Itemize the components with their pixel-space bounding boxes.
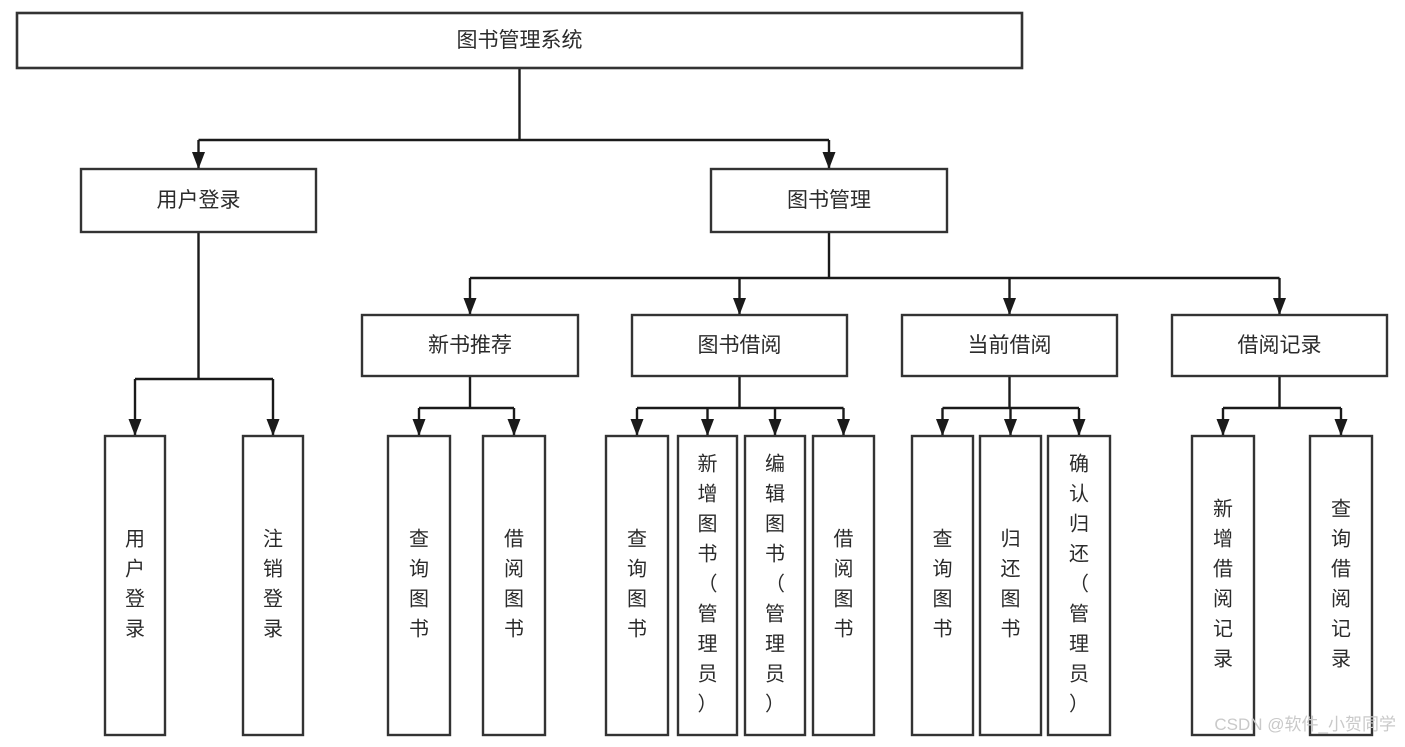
node-box-borrow-record bbox=[1170, 313, 1389, 378]
node-leaf-borrow-book-b[interactable]: 借阅图书 bbox=[811, 434, 876, 737]
node-new-book-rec[interactable]: 新书推荐 bbox=[360, 313, 580, 378]
node-box-leaf-add-book bbox=[676, 434, 739, 737]
node-label-leaf-borrow-book-rec: 借阅图书 bbox=[504, 528, 524, 641]
node-book-borrow[interactable]: 图书借阅 bbox=[630, 313, 849, 378]
edge-group-root bbox=[192, 68, 836, 169]
node-box-leaf-edit-book bbox=[743, 434, 807, 737]
edge-arrowhead bbox=[768, 419, 782, 436]
node-user-login[interactable]: 用户登录 bbox=[79, 167, 318, 234]
node-box-leaf-add-record bbox=[1190, 434, 1256, 737]
node-leaf-query-book-b[interactable]: 查询图书 bbox=[604, 434, 670, 737]
node-label-leaf-borrow-book-b: 借阅图书 bbox=[834, 528, 854, 641]
node-leaf-query-record[interactable]: 查询借阅记录 bbox=[1308, 434, 1374, 737]
node-box-leaf-borrow-book-b bbox=[811, 434, 876, 737]
edge-group-book-borrow bbox=[630, 376, 850, 436]
node-label-root: 图书管理系统 bbox=[457, 29, 583, 52]
node-label-leaf-return-book: 归还图书 bbox=[1001, 528, 1021, 641]
edge-group-current-borrow bbox=[936, 376, 1086, 436]
node-box-leaf-return-book bbox=[978, 434, 1043, 737]
edge-arrowhead bbox=[1334, 419, 1348, 436]
edge-arrowhead bbox=[822, 152, 836, 169]
node-label-leaf-query-book-b: 查询图书 bbox=[627, 528, 647, 641]
node-label-leaf-logout: 注销登录 bbox=[263, 528, 283, 641]
node-box-leaf-borrow-book-rec bbox=[481, 434, 547, 737]
node-label-book-borrow: 图书借阅 bbox=[698, 334, 782, 357]
node-box-leaf-query-record bbox=[1308, 434, 1374, 737]
edge-group-book-manage bbox=[463, 232, 1286, 315]
node-box-current-borrow bbox=[900, 313, 1119, 378]
edge-arrowhead bbox=[1004, 419, 1017, 436]
node-label-leaf-query-book-rec: 查询图书 bbox=[409, 528, 429, 641]
csdn-watermark: CSDN @软件_小贺同学 bbox=[1214, 715, 1396, 734]
node-leaf-add-record[interactable]: 新增借阅记录 bbox=[1190, 434, 1256, 737]
node-root[interactable]: 图书管理系统 bbox=[15, 11, 1024, 70]
node-label-leaf-query-record: 查询借阅记录 bbox=[1331, 498, 1351, 671]
edge-arrowhead bbox=[1273, 298, 1286, 315]
node-box-leaf-logout bbox=[241, 434, 305, 737]
edge-arrowhead bbox=[507, 419, 521, 436]
edge-arrowhead bbox=[1216, 419, 1230, 436]
node-leaf-query-book-rec[interactable]: 查询图书 bbox=[386, 434, 452, 737]
node-label-borrow-record: 借阅记录 bbox=[1238, 334, 1322, 357]
node-label-leaf-confirm-return: 确认归还（管理员） bbox=[1069, 453, 1089, 716]
edge-group-user-login bbox=[128, 232, 280, 436]
node-box-root bbox=[15, 11, 1024, 70]
edge-arrowhead bbox=[936, 419, 949, 436]
node-box-new-book-rec bbox=[360, 313, 580, 378]
node-leaf-confirm-return[interactable]: 确认归还（管理员） bbox=[1046, 434, 1112, 737]
node-leaf-add-book[interactable]: 新增图书（管理员） bbox=[676, 434, 739, 737]
node-label-leaf-edit-book: 编辑图书（管理员） bbox=[765, 453, 785, 716]
edge-arrowhead bbox=[630, 419, 644, 436]
node-box-leaf-query-book-rec bbox=[386, 434, 452, 737]
node-leaf-query-book-c[interactable]: 查询图书 bbox=[910, 434, 975, 737]
node-borrow-record[interactable]: 借阅记录 bbox=[1170, 313, 1389, 378]
node-box-book-manage bbox=[709, 167, 949, 234]
edge-arrowhead bbox=[463, 298, 477, 315]
node-label-user-login: 用户登录 bbox=[157, 189, 241, 212]
edge-arrowhead bbox=[1003, 298, 1016, 315]
edge-group-new-book-rec bbox=[412, 376, 521, 436]
node-box-user-login bbox=[79, 167, 318, 234]
node-current-borrow[interactable]: 当前借阅 bbox=[900, 313, 1119, 378]
edge-arrowhead bbox=[837, 419, 850, 436]
edge-layer bbox=[128, 68, 1348, 436]
edge-arrowhead bbox=[412, 419, 426, 436]
node-box-leaf-confirm-return bbox=[1046, 434, 1112, 737]
node-label-current-borrow: 当前借阅 bbox=[968, 334, 1052, 357]
node-layer: 图书管理系统用户登录图书管理新书推荐图书借阅当前借阅借阅记录用户登录注销登录查询… bbox=[15, 11, 1389, 737]
node-label-book-manage: 图书管理 bbox=[787, 189, 871, 212]
edge-group-borrow-record bbox=[1216, 376, 1348, 436]
edge-arrowhead bbox=[701, 419, 714, 436]
node-label-leaf-add-record: 新增借阅记录 bbox=[1213, 498, 1233, 671]
node-label-leaf-add-book: 新增图书（管理员） bbox=[698, 453, 718, 716]
edge-arrowhead bbox=[1072, 419, 1086, 436]
node-box-leaf-query-book-c bbox=[910, 434, 975, 737]
node-box-leaf-user-login bbox=[103, 434, 167, 737]
node-leaf-edit-book[interactable]: 编辑图书（管理员） bbox=[743, 434, 807, 737]
node-book-manage[interactable]: 图书管理 bbox=[709, 167, 949, 234]
edge-arrowhead bbox=[192, 152, 205, 169]
node-label-leaf-user-login: 用户登录 bbox=[125, 529, 145, 641]
edge-arrowhead bbox=[266, 419, 280, 436]
node-leaf-borrow-book-rec[interactable]: 借阅图书 bbox=[481, 434, 547, 737]
node-box-leaf-query-book-b bbox=[604, 434, 670, 737]
node-leaf-return-book[interactable]: 归还图书 bbox=[978, 434, 1043, 737]
node-label-leaf-query-book-c: 查询图书 bbox=[933, 528, 953, 641]
edge-arrowhead bbox=[733, 298, 746, 315]
node-leaf-user-login[interactable]: 用户登录 bbox=[103, 434, 167, 737]
edge-arrowhead bbox=[128, 419, 142, 436]
node-leaf-logout[interactable]: 注销登录 bbox=[241, 434, 305, 737]
node-label-new-book-rec: 新书推荐 bbox=[428, 334, 512, 357]
node-box-book-borrow bbox=[630, 313, 849, 378]
